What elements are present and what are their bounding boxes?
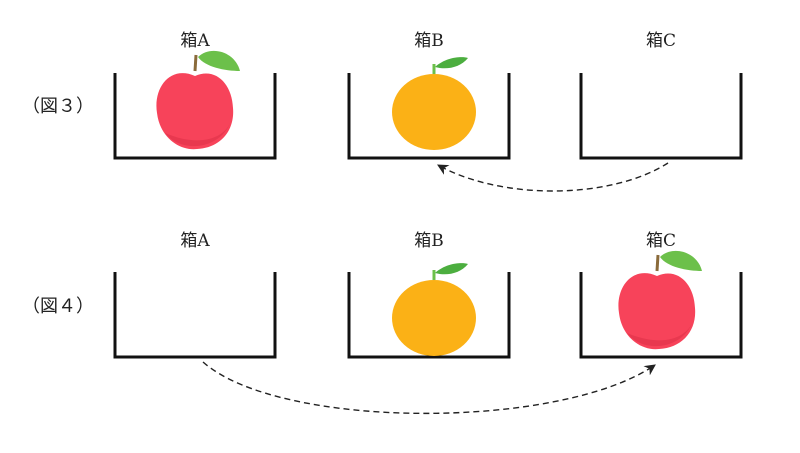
apple-icon [616,249,704,351]
figure-3: （図３） 箱A 箱B 箱C [22,31,743,192]
orange-icon [390,55,478,152]
box-c-label: 箱C [646,31,676,51]
figure-label: （図４） [22,296,94,317]
move-arrow [437,162,669,192]
box-c [579,73,743,160]
box-a [113,73,277,160]
apple-icon [154,49,242,151]
figure-label: （図３） [22,96,94,117]
box-c-label: 箱C [646,231,676,251]
orange-icon [390,261,478,358]
box-a [113,272,277,359]
box-b [347,73,511,160]
box-a-label: 箱A [180,31,210,51]
figure-4: （図４） 箱A 箱B 箱C [22,231,743,415]
box-b [347,272,511,359]
box-b-label: 箱B [414,231,444,251]
box-c [579,272,743,359]
box-b-label: 箱B [414,31,444,51]
move-arrow [202,361,656,415]
box-a-label: 箱A [180,231,210,251]
